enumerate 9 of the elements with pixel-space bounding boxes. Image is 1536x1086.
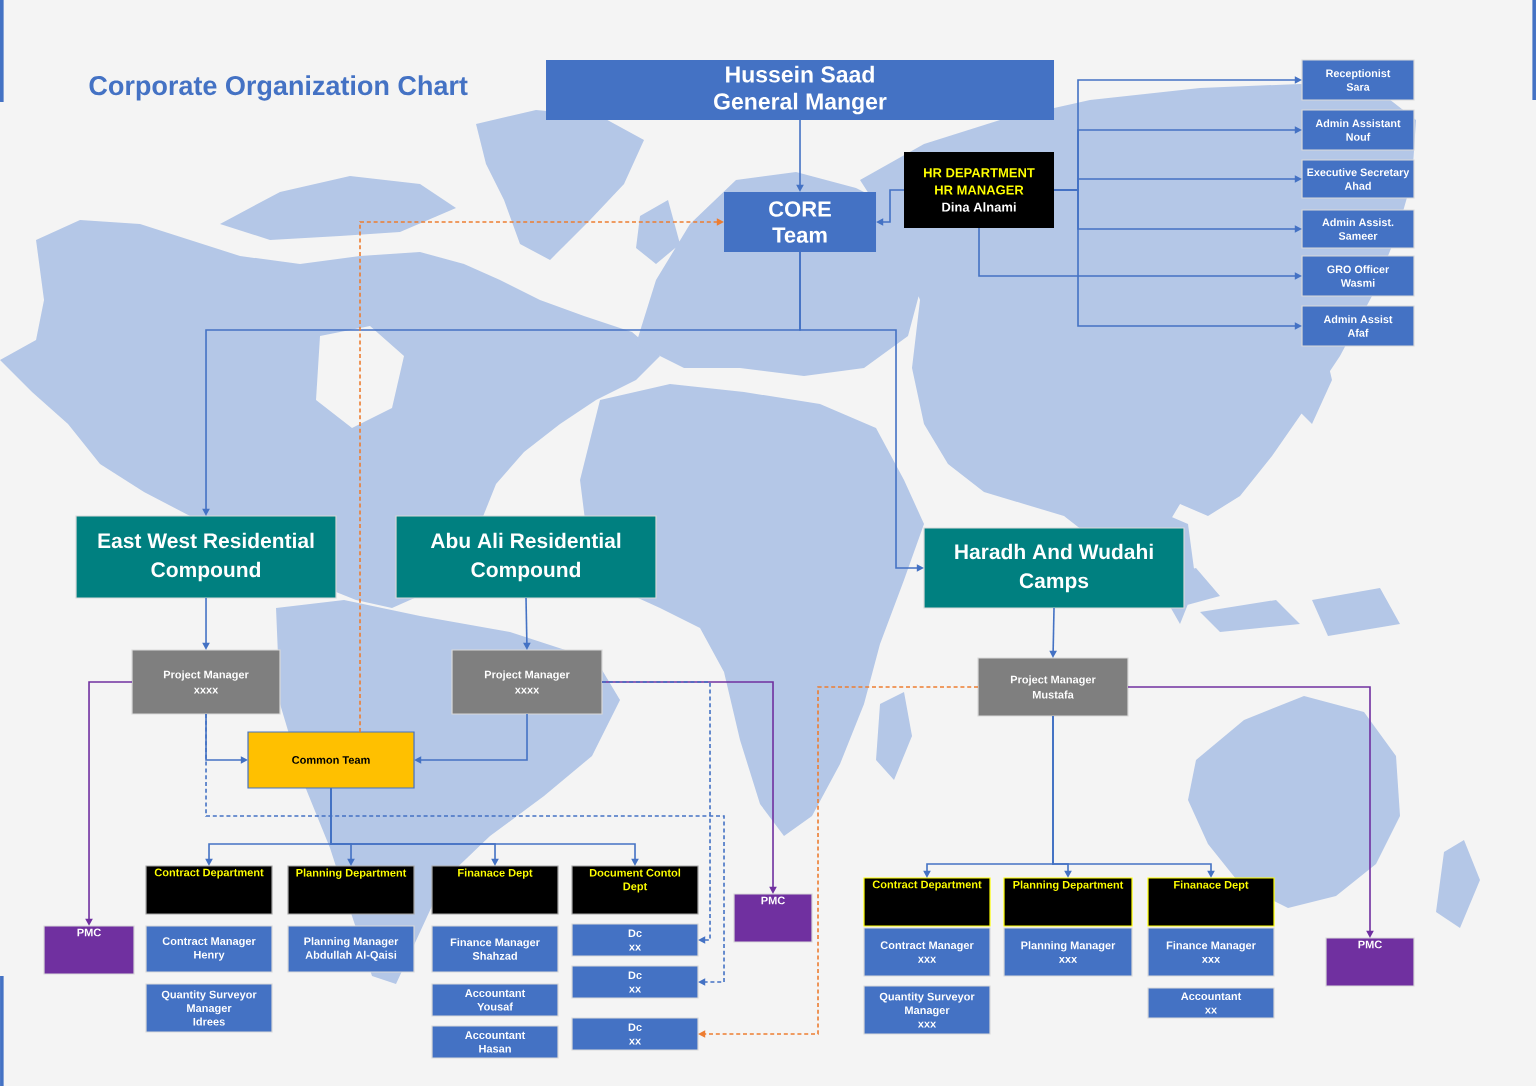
arrow: [601, 681, 711, 944]
arrow: [205, 713, 248, 764]
team-box: CORE Team: [724, 192, 876, 252]
site-box: Abu Ali Residential Compound: [395, 515, 657, 599]
position-box: Hussein Saad General Manger: [546, 60, 1054, 120]
chart-title: Corporate Organization Chart: [89, 75, 468, 101]
site-box: Haradh And Wudahi Camps: [923, 527, 1185, 609]
site-box: East West Residential Compound: [75, 515, 337, 599]
arrow: [205, 713, 725, 986]
